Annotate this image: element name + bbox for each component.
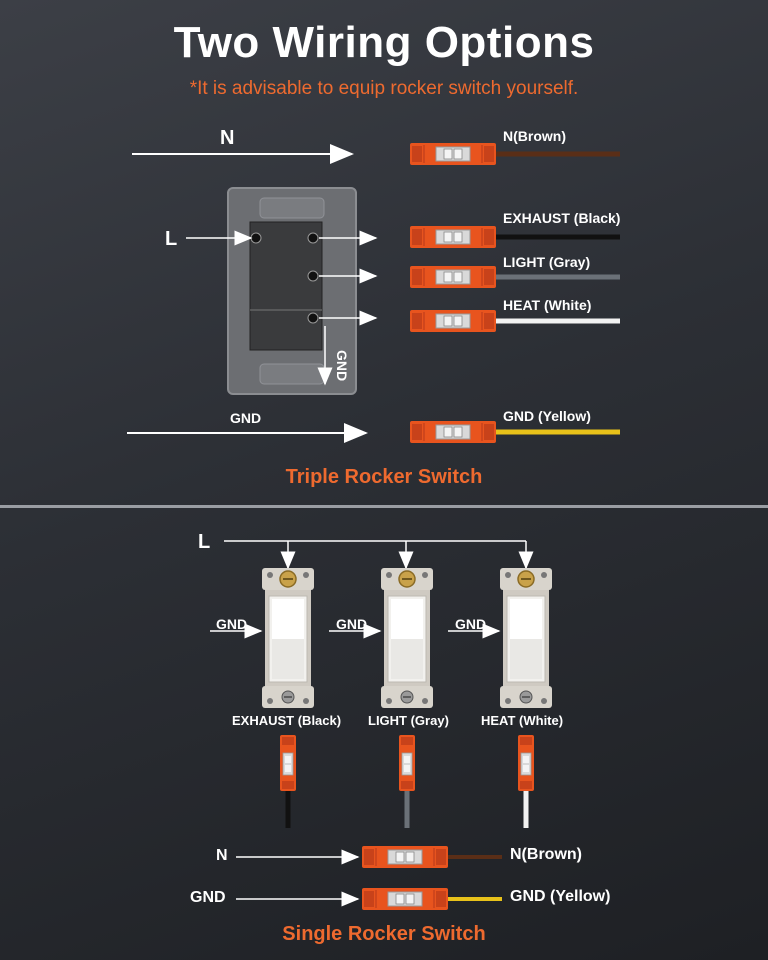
wire-connector-icon bbox=[361, 887, 449, 911]
wire-label-exhaust: EXHAUST (Black) bbox=[503, 210, 621, 226]
triple-section-title: Triple Rocker Switch bbox=[285, 466, 483, 488]
gnd-label-2: GND bbox=[336, 616, 368, 632]
page-title: Two Wiring Options bbox=[173, 18, 595, 67]
wire-connector-icon bbox=[409, 142, 497, 166]
l-input-label: L bbox=[198, 531, 211, 553]
wire-connector-icon bbox=[409, 420, 497, 444]
wire-label-gnd: GND (Yellow) bbox=[503, 408, 591, 424]
rocker-switch-icon bbox=[380, 567, 434, 709]
wire-label-heat: HEAT (White) bbox=[503, 297, 592, 313]
l-input-label: L bbox=[165, 228, 178, 250]
n-input-label: N bbox=[220, 127, 235, 149]
rocker-switch-icon bbox=[499, 567, 553, 709]
wire-connector-icon bbox=[517, 734, 535, 792]
gnd-input-label: GND bbox=[230, 410, 262, 426]
switch-label-light: LIGHT (Gray) bbox=[368, 713, 449, 728]
n-row-left-label: N bbox=[216, 847, 228, 864]
gnd-row-left-label: GND bbox=[190, 889, 226, 906]
rocker-switch-icon bbox=[261, 567, 315, 709]
wire-label-brown: N(Brown) bbox=[503, 128, 566, 144]
n-row-right-label: N(Brown) bbox=[510, 846, 582, 863]
gnd-label-1: GND bbox=[216, 616, 248, 632]
gnd-row-right-label: GND (Yellow) bbox=[510, 888, 611, 905]
wire-connector-icon bbox=[409, 309, 497, 333]
page-subtitle: *It is advisable to equip rocker switch … bbox=[189, 78, 579, 99]
switch-label-exhaust: EXHAUST (Black) bbox=[232, 713, 342, 728]
wire-connector-icon bbox=[398, 734, 416, 792]
gnd-label-3: GND bbox=[455, 616, 487, 632]
wire-label-light: LIGHT (Gray) bbox=[503, 254, 591, 270]
single-section-title: Single Rocker Switch bbox=[282, 923, 486, 945]
wire-connector-icon bbox=[361, 845, 449, 869]
wire-connector-icon bbox=[409, 265, 497, 289]
wire-connector-icon bbox=[279, 734, 297, 792]
section-divider bbox=[0, 505, 768, 508]
gnd-side-label: GND bbox=[334, 350, 350, 382]
wire-connector-icon bbox=[409, 225, 497, 249]
switch-label-heat: HEAT (White) bbox=[481, 713, 564, 728]
switch-back-plate-icon bbox=[227, 187, 357, 395]
